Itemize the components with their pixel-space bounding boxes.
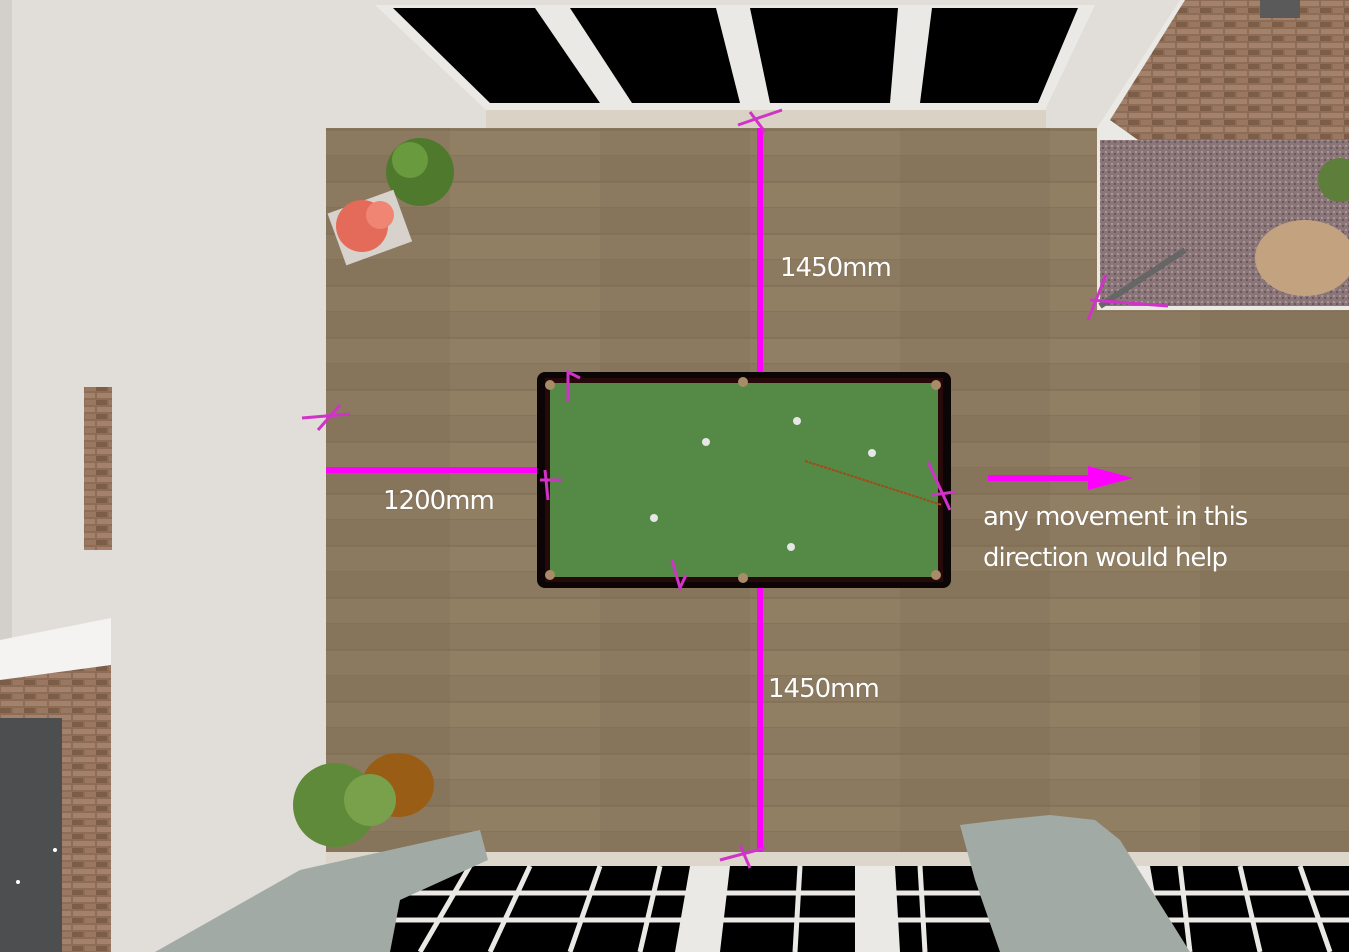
door xyxy=(0,718,62,952)
scribble-marks xyxy=(301,108,1169,869)
window-sill xyxy=(486,110,1046,128)
plant-top-left xyxy=(327,138,454,266)
bottom-window xyxy=(380,864,1349,952)
brick-strip xyxy=(84,387,112,550)
paint-smear-right xyxy=(960,815,1190,952)
left-distance-label: 1200mm xyxy=(383,486,495,516)
table-felt xyxy=(550,383,938,577)
note-line-2: direction would help xyxy=(983,543,1228,573)
top-distance-label: 1450mm xyxy=(780,253,892,283)
pool-balls xyxy=(650,417,876,551)
note-line-1: any movement in this xyxy=(983,502,1248,532)
top-window xyxy=(375,5,1095,110)
bottom-distance-label: 1450mm xyxy=(768,674,880,704)
direction-arrow-head xyxy=(1088,466,1133,490)
bottom-left-wall xyxy=(0,618,111,952)
paint-smear-left xyxy=(155,830,488,952)
pool-table xyxy=(537,372,951,588)
courtyard xyxy=(1097,0,1349,310)
dimension-lines xyxy=(326,128,1090,852)
plant-bottom-left xyxy=(293,753,434,847)
